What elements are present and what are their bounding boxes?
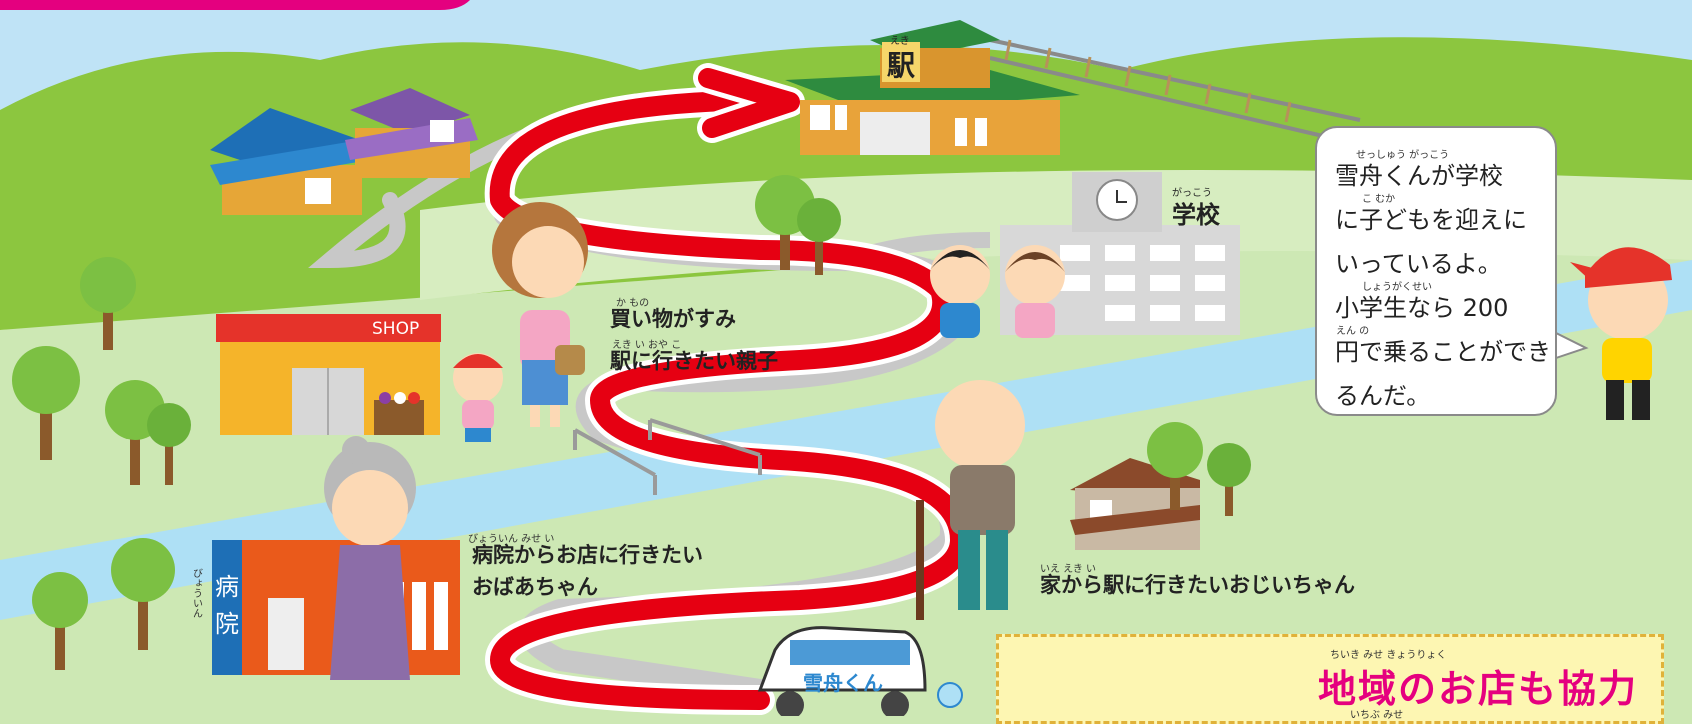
hospital-char-2: 院 (215, 610, 239, 638)
grandma-figure (324, 436, 416, 680)
label-parent-child-line2: 駅に行きたい親子 (610, 349, 778, 373)
school-children (930, 245, 1065, 338)
trees (12, 175, 1251, 670)
shop-sign: SHOP (372, 319, 419, 339)
river (0, 260, 1692, 620)
speech-ruby-4: えん の (1336, 326, 1370, 337)
hospital-char-1: 病 (215, 573, 239, 601)
speech-line-6: るんだ。 (1335, 382, 1431, 410)
school-name: 学校 (1172, 201, 1221, 229)
speech-line-1: 雪舟くんが学校 (1335, 162, 1503, 190)
speech-ruby-2: こ むか (1362, 194, 1396, 205)
speech-bubble: 雪舟くんが学校 に子どもを迎えに いっているよ。 小学生なら 200 円で乗るこ… (1315, 126, 1557, 416)
child-figure-red-cap (453, 353, 503, 442)
label-parent-child-ruby2: えき い おや こ (612, 340, 682, 351)
speech-line-2: に子どもを迎えに (1335, 206, 1527, 234)
bridge (573, 418, 762, 495)
speech-line-4: 小学生なら 200 (1335, 294, 1509, 322)
station-building (785, 20, 1080, 155)
speech-line-3: いっているよ。 (1335, 250, 1502, 278)
speech-line-5: 円で乗ることができ (1335, 338, 1551, 366)
speech-tail (1550, 330, 1589, 362)
label-grandma-line2: おばあちゃん (472, 575, 598, 599)
speech-ruby-3: しょうがくせい (1362, 282, 1432, 293)
label-grandpa-ruby1: いえ えき い (1040, 564, 1097, 575)
label-parent-child-line1: 買い物がすみ (610, 307, 736, 331)
station-name: 駅 (887, 49, 915, 82)
van-label: 雪舟くん (803, 671, 883, 695)
speech-ruby-1: せっしゅう がっこう (1356, 150, 1450, 161)
station-ruby: えき (890, 35, 910, 47)
label-grandma-ruby1: びょういん みせ い (468, 534, 555, 545)
shop-building (216, 314, 441, 435)
hospital-ruby: びょういん (191, 568, 203, 618)
red-route-arrowhead-inner (698, 68, 800, 138)
label-parent-child-ruby1: か もの (616, 298, 650, 309)
header-tab (0, 0, 470, 10)
minibus-sesshu-kun (757, 626, 963, 716)
grandpa-figure (916, 380, 1025, 620)
promo-sub-ruby: いちぶ みせ (1350, 710, 1404, 721)
promo-title: 地域のお店も協力 (1318, 667, 1639, 711)
school-ruby: がっこう (1172, 186, 1212, 199)
boy-red-cap-figure (1570, 247, 1672, 420)
railway-tracks (989, 38, 1361, 142)
label-grandma-line1: 病院からお店に行きたい (472, 543, 703, 567)
label-grandpa-line1: 家から駅に行きたいおじいちゃん (1040, 573, 1355, 597)
houses-top-left (210, 88, 478, 215)
mother-figure (492, 202, 588, 427)
promo-ruby: ちいき みせ きょうりょく (1330, 650, 1447, 661)
